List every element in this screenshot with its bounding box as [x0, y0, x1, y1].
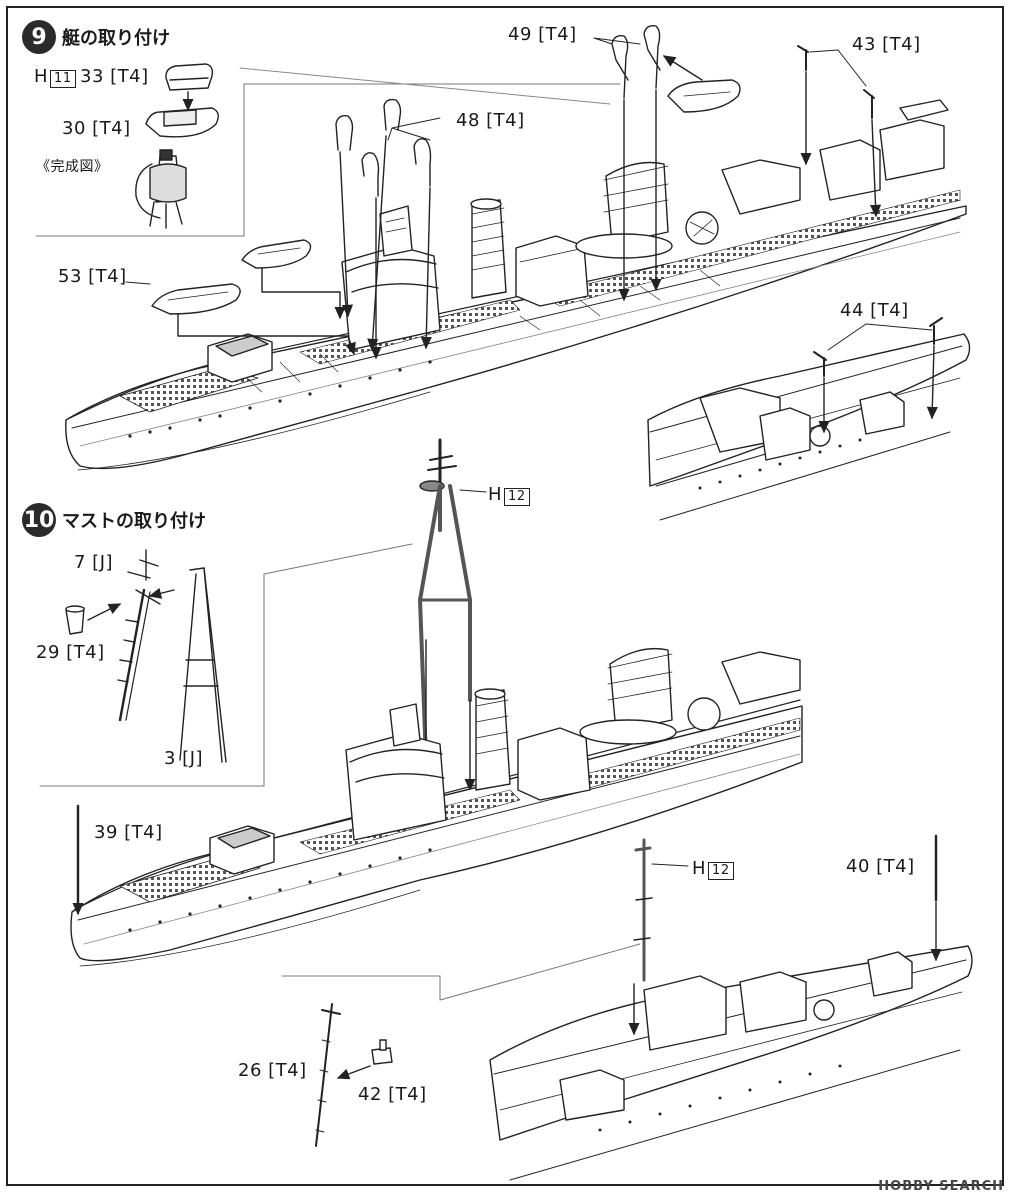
boat-49 [667, 79, 741, 113]
destroyer-hull-step10 [70, 647, 803, 967]
destroyer-hull-step9 [65, 99, 967, 471]
label-h12-prefix: H [488, 484, 503, 505]
mast-part-3 [179, 567, 227, 763]
complete-view [135, 149, 187, 229]
step-10-title: マストの取り付け [62, 511, 206, 532]
label-part-33: 33 [T4] [80, 66, 149, 87]
label-part-3: 3 [J] [164, 748, 204, 769]
mast-part-29 [65, 605, 85, 635]
boat-53b [151, 283, 241, 315]
label-part-29: 29 [T4] [36, 642, 105, 663]
mast-part-26 [315, 1003, 341, 1147]
label-part-30: 30 [T4] [62, 118, 131, 139]
label-part-44: 44 [T4] [840, 300, 909, 321]
davits-49 [611, 24, 661, 99]
label-part-42: 42 [T4] [358, 1084, 427, 1105]
main-mast [418, 438, 472, 762]
davits-48 [335, 98, 432, 197]
step-10-badge: 10 [22, 503, 56, 537]
boat-hull-30 [145, 107, 219, 138]
step-9-header: 9 艇の取り付け [22, 20, 170, 54]
label-part-26: 26 [T4] [238, 1060, 307, 1081]
label-part-39: 39 [T4] [94, 822, 163, 843]
label-part-40: 40 [T4] [846, 856, 915, 877]
step-9-badge: 9 [22, 20, 56, 54]
label-h12b-prefix: H [692, 858, 707, 879]
boat-cover-33 [165, 63, 214, 91]
mast-part-42 [371, 1039, 393, 1065]
mast-part-7 [117, 549, 161, 722]
watermark: HOBBY SEARCH [878, 1179, 1004, 1194]
step-10-header: 10 マストの取り付け [22, 503, 206, 537]
label-part-43: 43 [T4] [852, 34, 921, 55]
label-part-48: 48 [T4] [456, 110, 525, 131]
page-border [6, 6, 1004, 1186]
step-9-title: 艇の取り付け [62, 28, 170, 49]
label-h11-box: 11 [50, 70, 76, 88]
label-part-49: 49 [T4] [508, 24, 577, 45]
label-part-53: 53 [T4] [58, 266, 127, 287]
label-complete-view: 《完成図》 [36, 159, 109, 175]
boat-53a [241, 239, 312, 269]
label-part-7: 7 [J] [74, 552, 114, 573]
label-h11-prefix: H [34, 66, 49, 87]
label-h12-box: 12 [504, 488, 530, 506]
label-h12b-box: 12 [708, 862, 734, 880]
